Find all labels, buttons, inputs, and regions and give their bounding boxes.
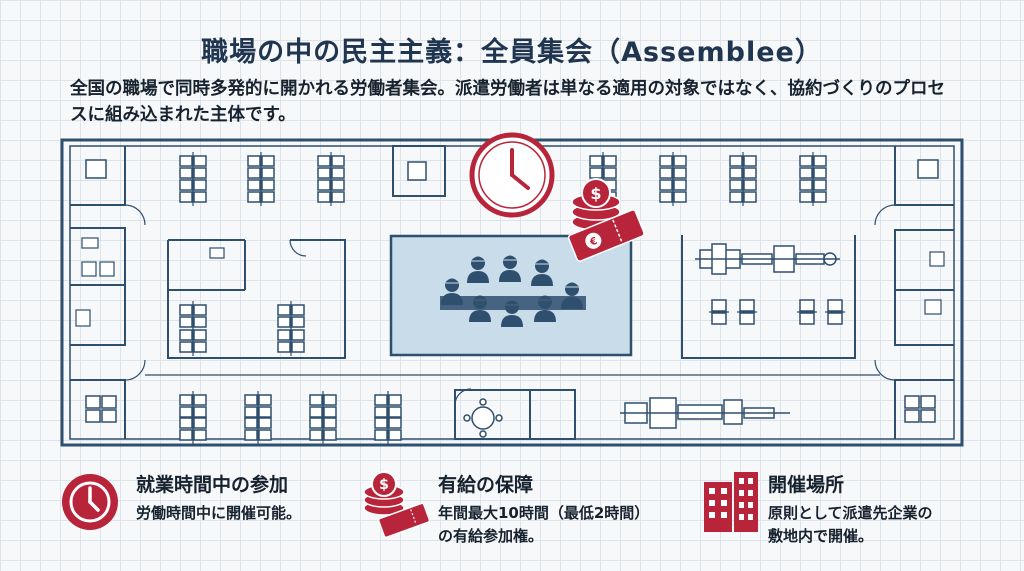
- feature-heading: 就業時間中の参加: [136, 474, 289, 496]
- svg-text:$: $: [590, 184, 601, 203]
- feature-line-2: の有給参加権。: [438, 527, 544, 545]
- feature-line-1: 労働時間中に開催可能。: [136, 504, 302, 522]
- svg-text:€: €: [588, 236, 600, 249]
- page-title: 職場の中の民主主義：全員集会（Assemblee）: [201, 37, 823, 68]
- intro-text: 全国の職場で同時多発的に開かれる労働者集会。派遣労働者は単なる適用の対象ではなく…: [70, 76, 970, 128]
- feature-line-1: 原則として派遣先企業の: [768, 504, 933, 522]
- building-icon: [704, 472, 758, 532]
- feature-heading: 有給の保障: [438, 474, 534, 496]
- coins-ticket-icon-plan: $ €: [567, 178, 645, 262]
- feature-line-1: 年間最大10時間（最低2時間）: [438, 504, 650, 522]
- clock-icon-plan: [469, 132, 555, 218]
- clock-icon: [62, 474, 118, 530]
- feature-line-2: 敷地内で開催。: [768, 527, 874, 545]
- feature-heading: 開催場所: [768, 474, 845, 496]
- feature-body: 年間最大10時間（最低2時間） の有給参加権。: [438, 502, 649, 548]
- coins-ticket-icon: $: [363, 471, 430, 538]
- feature-body: 原則として派遣先企業の 敷地内で開催。: [768, 502, 933, 548]
- workers-group-icon: [440, 254, 586, 328]
- intro-line-2: スに組み込まれた主体です。: [70, 105, 296, 125]
- svg-text:$: $: [379, 477, 389, 493]
- intro-line-1: 全国の職場で同時多発的に開かれる労働者集会。派遣労働者は単なる適用の対象ではなく…: [70, 79, 945, 99]
- feature-body: 労働時間中に開催可能。: [136, 502, 301, 525]
